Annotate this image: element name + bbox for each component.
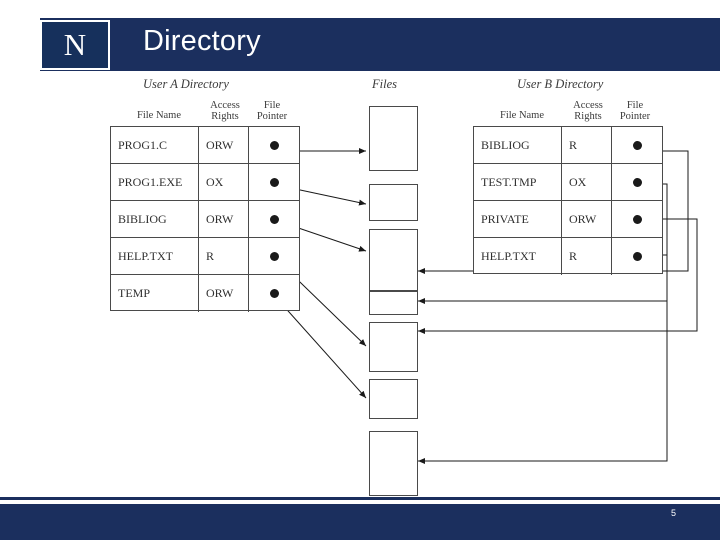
pointer-dot-icon bbox=[632, 177, 642, 187]
table-row[interactable]: BIBLIOG ORW bbox=[111, 201, 299, 238]
cell-file-pointer bbox=[612, 164, 662, 200]
label-files: Files bbox=[372, 77, 397, 91]
cell-file-name: TEMP bbox=[111, 275, 199, 312]
col-head-a-access-rights-line2: Rights bbox=[211, 111, 239, 122]
cell-file-name: HELP.TXT bbox=[111, 238, 199, 274]
pointer-dot-icon bbox=[269, 214, 279, 224]
pointer-dot-icon bbox=[269, 177, 279, 187]
table-row[interactable]: PROG1.C ORW bbox=[111, 127, 299, 164]
label-user-a-directory: User A Directory bbox=[143, 77, 229, 91]
cell-access-rights: ORW bbox=[199, 275, 249, 312]
pointer-dot-icon bbox=[269, 289, 279, 298]
cell-access-rights: R bbox=[199, 238, 249, 274]
file-box-4[interactable] bbox=[369, 291, 418, 315]
col-head-b-access-rights-line2: Rights bbox=[574, 111, 602, 122]
cell-access-rights: OX bbox=[199, 164, 249, 200]
table-row[interactable]: TEST.TMP OX bbox=[474, 164, 662, 201]
file-box-2[interactable] bbox=[369, 184, 418, 221]
cell-file-pointer bbox=[249, 238, 299, 274]
pointer-dot-icon bbox=[632, 140, 642, 150]
cell-access-rights: ORW bbox=[199, 201, 249, 237]
file-box-6[interactable] bbox=[369, 379, 418, 419]
table-row[interactable]: BIBLIOG R bbox=[474, 127, 662, 164]
logo-letter-n-icon: N bbox=[63, 27, 87, 62]
cell-access-rights: ORW bbox=[562, 201, 612, 237]
cell-access-rights: R bbox=[562, 127, 612, 163]
pointer-dot-icon bbox=[269, 251, 279, 261]
cell-file-pointer bbox=[612, 127, 662, 163]
cell-file-name: HELP.TXT bbox=[474, 238, 562, 275]
cell-access-rights: OX bbox=[562, 164, 612, 200]
cell-file-name: PRIVATE bbox=[474, 201, 562, 237]
table-row[interactable]: PROG1.EXE OX bbox=[111, 164, 299, 201]
col-head-b-file-pointer-line2: Pointer bbox=[619, 111, 651, 122]
pointer-dot-icon bbox=[632, 214, 642, 224]
cell-file-name: BIBLIOG bbox=[111, 201, 199, 237]
directory-diagram: User A Directory Files User B Directory … bbox=[0, 71, 720, 497]
col-head-a-access-rights-line1: Access bbox=[210, 100, 240, 111]
university-logo: N bbox=[40, 20, 110, 70]
slide-number: 5 bbox=[670, 508, 676, 518]
slide-header-bar bbox=[0, 18, 720, 71]
col-head-b-file-pointer-line1: File bbox=[626, 100, 644, 111]
cell-access-rights: R bbox=[562, 238, 612, 275]
table-row[interactable]: TEMP ORW bbox=[111, 275, 299, 312]
col-head-b-access-rights-line1: Access bbox=[573, 100, 603, 111]
cell-file-name: PROG1.EXE bbox=[111, 164, 199, 200]
cell-file-pointer bbox=[249, 275, 299, 312]
col-head-b-file-name: File Name bbox=[499, 110, 545, 121]
page-title: Directory bbox=[143, 25, 261, 57]
file-box-7[interactable] bbox=[369, 431, 418, 496]
pointer-dot-icon bbox=[269, 140, 279, 150]
file-box-3[interactable] bbox=[369, 229, 418, 291]
cell-file-pointer bbox=[612, 238, 662, 275]
cell-access-rights: ORW bbox=[199, 127, 249, 163]
col-head-a-file-pointer-line2: Pointer bbox=[256, 111, 288, 122]
user-b-directory-table: BIBLIOG R TEST.TMP OX PRIVATE ORW HELP.T… bbox=[473, 126, 663, 275]
table-row[interactable]: PRIVATE ORW bbox=[474, 201, 662, 238]
cell-file-pointer bbox=[612, 201, 662, 237]
file-box-1[interactable] bbox=[369, 106, 418, 171]
cell-file-pointer bbox=[249, 201, 299, 237]
col-head-a-file-pointer-line1: File bbox=[263, 100, 281, 111]
cell-file-name: BIBLIOG bbox=[474, 127, 562, 163]
file-box-5[interactable] bbox=[369, 322, 418, 372]
table-row[interactable]: HELP.TXT R bbox=[111, 238, 299, 275]
table-row[interactable]: HELP.TXT R bbox=[474, 238, 662, 275]
user-a-directory-table: PROG1.C ORW PROG1.EXE OX BIBLIOG ORW HEL… bbox=[110, 126, 300, 312]
cell-file-name: PROG1.C bbox=[111, 127, 199, 163]
slide-footer-bar bbox=[0, 504, 720, 540]
footer-rule bbox=[0, 497, 720, 500]
cell-file-name: TEST.TMP bbox=[474, 164, 562, 200]
cell-file-pointer bbox=[249, 127, 299, 163]
label-user-b-directory: User B Directory bbox=[517, 77, 604, 91]
cell-file-pointer bbox=[249, 164, 299, 200]
col-head-a-file-name: File Name bbox=[136, 110, 182, 121]
header-left-white-block bbox=[0, 18, 40, 71]
pointer-dot-icon bbox=[632, 252, 642, 261]
